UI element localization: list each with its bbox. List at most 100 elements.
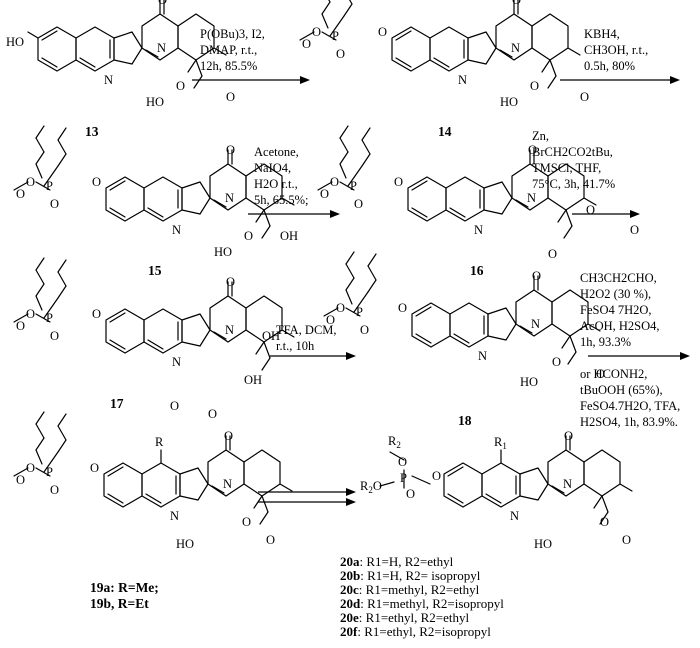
phosphate-o-label: O (50, 329, 59, 343)
phosphate-o-label: O (312, 25, 321, 39)
phosphorus-label: P (356, 305, 363, 319)
condition-line: 75°C, 3h, 41.7% (532, 177, 615, 191)
condition-line: H2O r.t., (254, 177, 298, 191)
condition-line: NaIO4, (254, 161, 291, 175)
compound-19a-label: 19a: R=Me; (90, 580, 159, 595)
ester-o-label: O (586, 203, 595, 217)
phosphate-o-label: O (360, 323, 369, 337)
condition-line: BrCH2CO2tBu, (532, 145, 613, 159)
r-substituent-label: R (155, 435, 164, 449)
nitrogen-label: N (478, 349, 487, 363)
condition-line: H2O2 (30 %), (580, 287, 651, 301)
nitrogen-label: N (172, 355, 181, 369)
compound-14-label: 14 (438, 124, 452, 139)
conditions-step-4: Zn, BrCH2CO2tBu, TMSCl, THF, 75°C, 3h, 4… (532, 129, 615, 191)
conditions-step-3: Acetone, NaIO4, H2O r.t., 5h, 65.5%; (254, 145, 309, 207)
carbonyl-o-label: O (224, 429, 233, 443)
ester-o-label: O (208, 407, 217, 421)
product-variant-20d: 20d: R1=methyl, R2=isopropyl (340, 596, 504, 611)
product-variant-20f: 20f: R1=ethyl, R2=isopropyl (340, 624, 491, 639)
phosphate-o-label: O (16, 473, 25, 487)
nitrogen-label: N (458, 73, 467, 87)
r1-label: R1 (494, 435, 507, 451)
ring-o-label: O (552, 355, 561, 369)
nitrogen-label: N (170, 509, 179, 523)
carbonyl-o-label: O (528, 143, 537, 157)
carbonyl-o-label: O (512, 0, 521, 7)
lactone-o-label: O (622, 533, 631, 547)
ring-o-label: O (242, 515, 251, 529)
phosphate-o-label: O (26, 461, 35, 475)
nitrogen-label: N (172, 223, 181, 237)
compound-16-label: 16 (470, 263, 484, 278)
condition-line: FeSO4.7H2O, TFA, (580, 399, 680, 413)
phosphate-o-label: O (330, 175, 339, 189)
phosphate-o-label: O (398, 455, 407, 469)
nitrogen-label: N (223, 477, 232, 491)
phosphate-o-label: O (50, 483, 59, 497)
phosphate-o-label: O (336, 47, 345, 61)
conditions-step-6: CH3CH2CHO, H2O2 (30 %), FeSO4 7H2O, AcOH… (580, 271, 680, 429)
phosphorus-label: P (332, 29, 339, 43)
condition-line: or HCONH2, (580, 367, 647, 381)
condition-line: FeSO4 7H2O, (580, 303, 652, 317)
condition-line: 0.5h, 80% (584, 59, 635, 73)
lactone-o-label: O (226, 90, 235, 104)
condition-line: r.t., 10h (276, 339, 315, 353)
compound-20-structure: R2 O P O R2O O R1 N N O O O HO (360, 429, 633, 551)
nitrogen-label: N (511, 41, 520, 55)
hydroxyl-label: OH (280, 229, 298, 243)
condition-line: Acetone, (254, 145, 299, 159)
ketone-o-label: O (548, 247, 557, 261)
conditions-step-2: KBH4, CH3OH, r.t., 0.5h, 80% (584, 27, 648, 73)
ether-o-label: O (92, 307, 101, 321)
compound-15-structure: O P O O O N N O O OH HO 15 (13, 125, 298, 278)
hydroxyl-label: HO (6, 35, 24, 49)
conditions-step-1: P(OBu)3, I2, DMAP, r.t., 12h, 85.5% (200, 27, 265, 73)
condition-line: KBH4, (584, 27, 620, 41)
condition-line: 5h, 65.5%; (254, 193, 309, 207)
ring-o-label: O (530, 79, 539, 93)
ester-o-label: O (170, 399, 179, 413)
lactone-o-label: O (266, 533, 275, 547)
compound-19b-label: 19b, R=Et (90, 596, 149, 611)
phosphorus-label: P (46, 179, 53, 193)
condition-line: TFA, DCM, (276, 323, 337, 337)
hydroxyl-label: HO (534, 537, 552, 551)
ester-o-label: O (630, 223, 639, 237)
arrow-step-1 (192, 76, 310, 84)
ring-o-label: O (600, 515, 609, 529)
phosphate-o-label: O (302, 37, 311, 51)
condition-line: tBuOOH (65%), (580, 383, 663, 397)
phosphate-o-label: O (320, 187, 329, 201)
product-variant-20c: 20c: R1=methyl, R2=ethyl (340, 582, 480, 597)
phosphate-o-label: O (50, 197, 59, 211)
phosphorus-label: P (350, 179, 357, 193)
condition-line: 12h, 85.5% (200, 59, 257, 73)
compound-18-label: 18 (458, 413, 472, 428)
phosphate-o-label: O (16, 187, 25, 201)
arrow-step-4 (572, 210, 640, 218)
nitrogen-label: N (474, 223, 483, 237)
arrow-step-6 (588, 352, 690, 360)
ether-o-label: O (398, 301, 407, 315)
product-variant-20a: 20a: R1=H, R2=ethyl (340, 554, 454, 569)
phosphorus-label: P (46, 311, 53, 325)
condition-line: CH3OH, r.t., (584, 43, 648, 57)
condition-line: H2SO4, 1h, 83.9%. (580, 415, 678, 429)
phosphate-o-label: O (26, 175, 35, 189)
nitrogen-label: N (157, 41, 166, 55)
carbonyl-o-label: O (532, 269, 541, 283)
condition-line: DMAP, r.t., (200, 43, 257, 57)
nitrogen-label: N (527, 191, 536, 205)
arrow-step-5 (270, 352, 356, 360)
carbonyl-o-label: O (564, 429, 573, 443)
condition-line: CH3CH2CHO, (580, 271, 657, 285)
phosphorus-label: P (400, 471, 407, 485)
ring-o-label: O (244, 229, 253, 243)
condition-line: Zn, (532, 129, 549, 143)
compound-14-structure: O P O O O N N O O O HO 14 (299, 0, 589, 139)
ether-o-label: O (378, 25, 387, 39)
nitrogen-label: N (510, 509, 519, 523)
